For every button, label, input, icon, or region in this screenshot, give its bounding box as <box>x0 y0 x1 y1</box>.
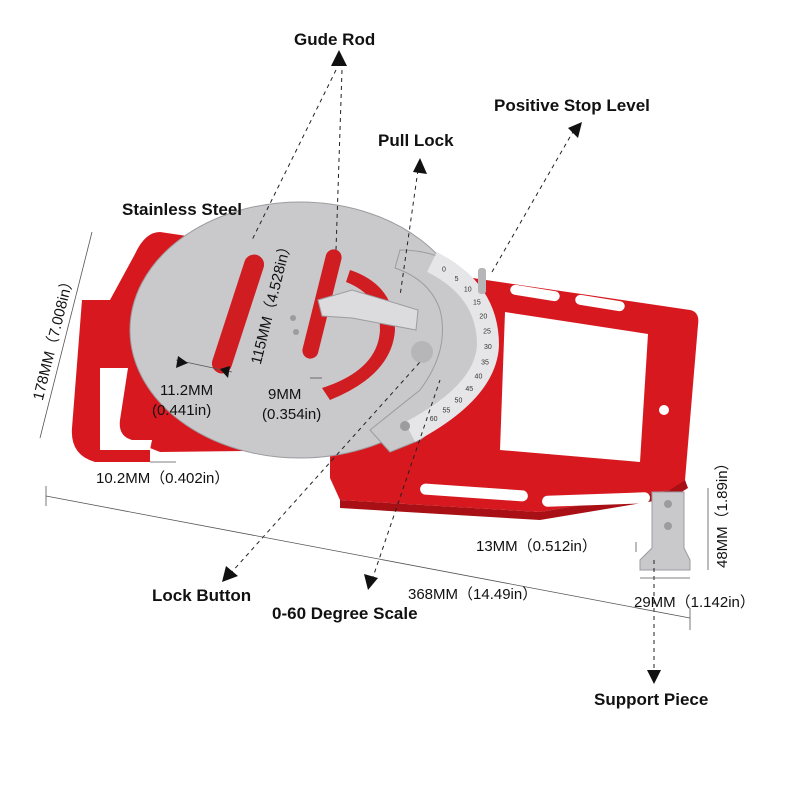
scale-screw <box>400 421 410 431</box>
arrowhead-lock-button <box>222 566 238 582</box>
rod-width-arrow-right <box>220 366 230 378</box>
top-slot-1 <box>510 284 560 302</box>
mount-hole-right <box>659 405 669 415</box>
scale-mark-label: 5 <box>455 276 459 283</box>
top-slot-2 <box>575 294 625 312</box>
label-support-piece: Support Piece <box>594 690 709 709</box>
label-positive-stop: Positive Stop Level <box>494 96 650 115</box>
dim-rod-width-in: (0.441in) <box>152 402 212 419</box>
scale-mark-label: 35 <box>481 359 489 366</box>
steel-plate <box>129 201 500 459</box>
dim-rod-width-mm: 11.2MM <box>160 382 214 399</box>
arrowhead-degree-scale <box>364 574 378 590</box>
arrowhead-guide-rod <box>331 50 347 66</box>
bottom-slot-2 <box>542 492 650 507</box>
support-body <box>639 491 691 571</box>
dim-slot-width-mm: 9MM <box>268 386 302 403</box>
arrowhead-positive-stop <box>568 122 582 138</box>
dimension-arrows <box>176 356 230 378</box>
scale-mark-label: 15 <box>473 299 481 306</box>
dim-line-height <box>39 231 93 439</box>
scale-mark-label: 45 <box>465 386 473 393</box>
scale-mark-label: 50 <box>455 397 463 404</box>
arrowhead-support-piece <box>647 670 661 684</box>
dim-line-length <box>45 495 691 619</box>
dim-slot-width-in: (0.354in) <box>262 406 322 423</box>
support-screw-bottom <box>664 522 672 530</box>
scale-mark-label: 10 <box>464 287 472 294</box>
leader-guide-rod-right <box>335 69 343 251</box>
scale-mark-label: 20 <box>479 313 487 320</box>
scale-mark-label: 55 <box>443 407 451 414</box>
lock-button-knob <box>411 341 433 363</box>
frame-side <box>340 480 688 520</box>
hook-notch <box>100 368 152 450</box>
leader-lines <box>229 69 655 672</box>
dim-support-gap: 13MM（0.512in） <box>476 538 597 555</box>
leader-positive-stop <box>491 129 575 273</box>
label-guide-rod: Gude Rod <box>294 30 376 49</box>
bottom-slot-1 <box>420 483 528 502</box>
dim-support-width: 29MM（1.142in） <box>634 594 755 611</box>
dim-length-total: 368MM（14.49in） <box>408 586 538 603</box>
arrowhead-pull-lock <box>413 158 427 174</box>
frame-window <box>500 312 648 462</box>
leader-pull-lock <box>399 169 419 297</box>
support-piece <box>639 491 691 571</box>
lock-screw-1 <box>290 315 296 321</box>
label-lock-button: Lock Button <box>152 586 252 605</box>
scale-mark-label: 40 <box>475 374 483 381</box>
pull-lock <box>317 289 419 331</box>
dim-support-height: 48MM（1.89in） <box>714 455 731 568</box>
scale-mark-label: 60 <box>430 416 438 423</box>
scale-arc <box>404 252 500 442</box>
arrow-heads <box>222 50 661 684</box>
leader-degree-scale <box>371 379 441 581</box>
label-degree-scale: 0-60 Degree Scale <box>272 604 418 623</box>
scale-mark-label: 0 <box>442 267 446 274</box>
dim-hook-gap: 10.2MM（0.402in） <box>96 470 230 487</box>
support-screw-top <box>664 500 672 508</box>
label-stainless-steel: Stainless Steel <box>122 200 243 219</box>
scale-mark-label: 30 <box>484 344 492 351</box>
scale-mark-label: 25 <box>483 329 491 336</box>
rod-width-arrow-left <box>176 356 188 368</box>
guide-rod <box>211 254 265 374</box>
lock-screw-2 <box>293 329 299 335</box>
positive-stop-pin <box>478 268 486 294</box>
label-pull-lock: Pull Lock <box>378 131 454 150</box>
